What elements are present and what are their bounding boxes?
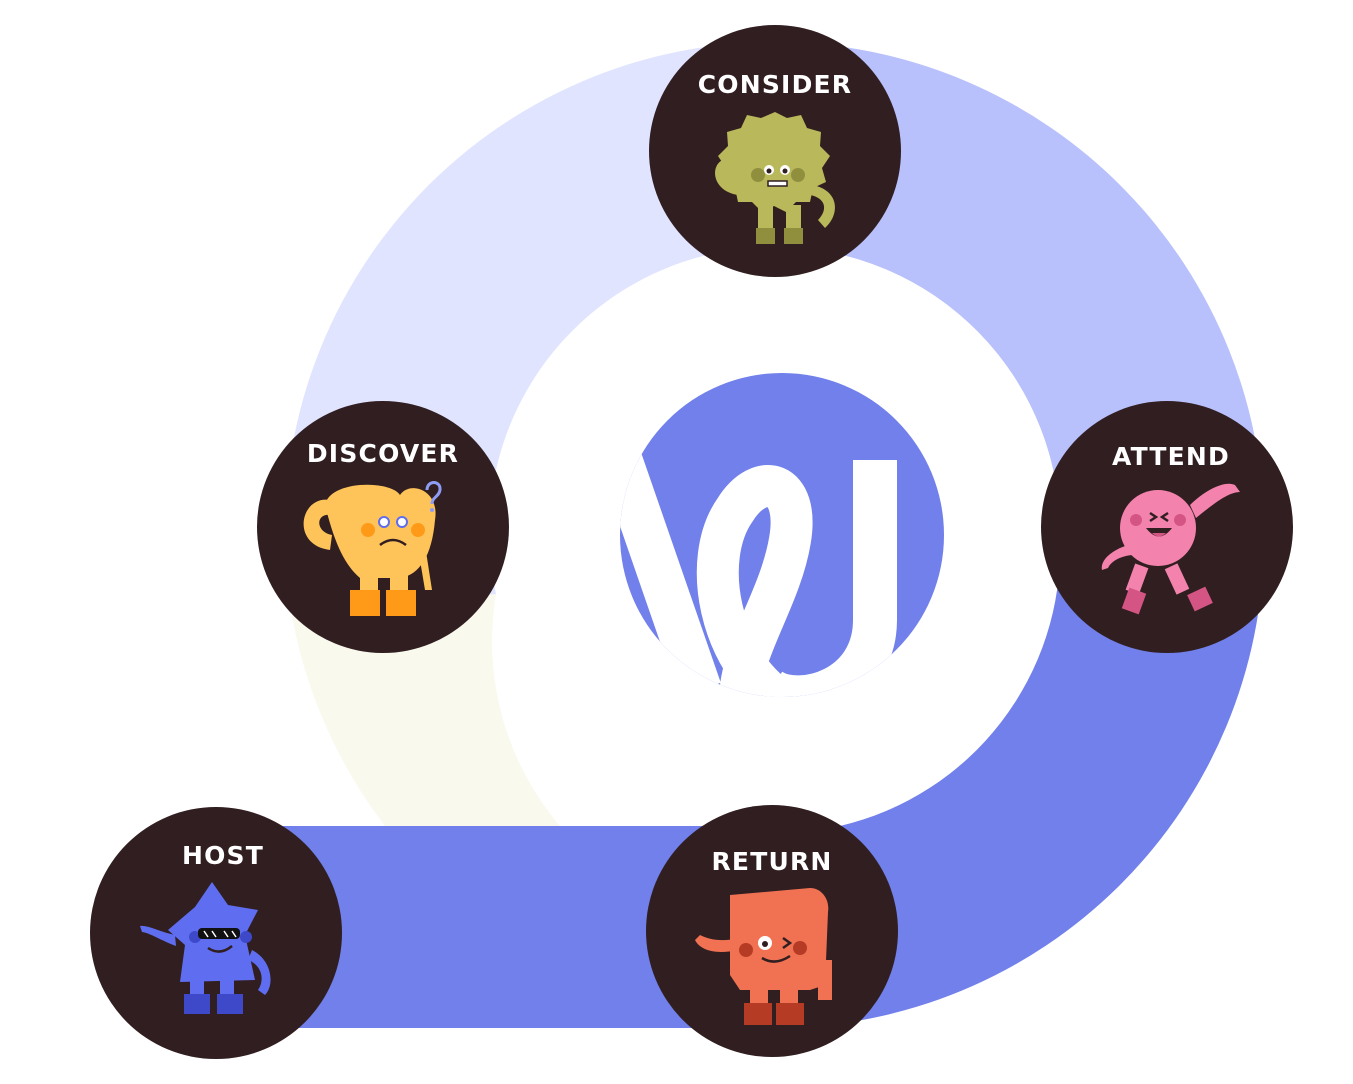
attend-monster-icon <box>1101 483 1240 615</box>
wu-logo <box>620 373 944 697</box>
host-monster-icon <box>140 882 271 1014</box>
stage-consider[interactable]: CONSIDER <box>649 25 901 277</box>
stage-discover[interactable]: DISCOVER <box>257 401 509 653</box>
stage-host[interactable]: HOST <box>90 807 342 1059</box>
stage-label-return: RETURN <box>711 847 832 876</box>
ring-segment-attend-host <box>230 540 1264 1028</box>
stage-label-discover: DISCOVER <box>307 439 459 468</box>
stage-label-host: HOST <box>182 841 264 870</box>
stage-attend[interactable]: ATTEND <box>1041 401 1293 653</box>
stage-return[interactable]: RETURN <box>646 805 898 1057</box>
stage-label-attend: ATTEND <box>1112 442 1230 471</box>
return-monster-icon <box>695 888 832 1025</box>
discover-monster-icon <box>303 481 442 616</box>
stage-label-consider: CONSIDER <box>698 70 853 99</box>
consider-monster-icon <box>715 112 835 244</box>
ring-segment-host-discover <box>291 594 560 826</box>
